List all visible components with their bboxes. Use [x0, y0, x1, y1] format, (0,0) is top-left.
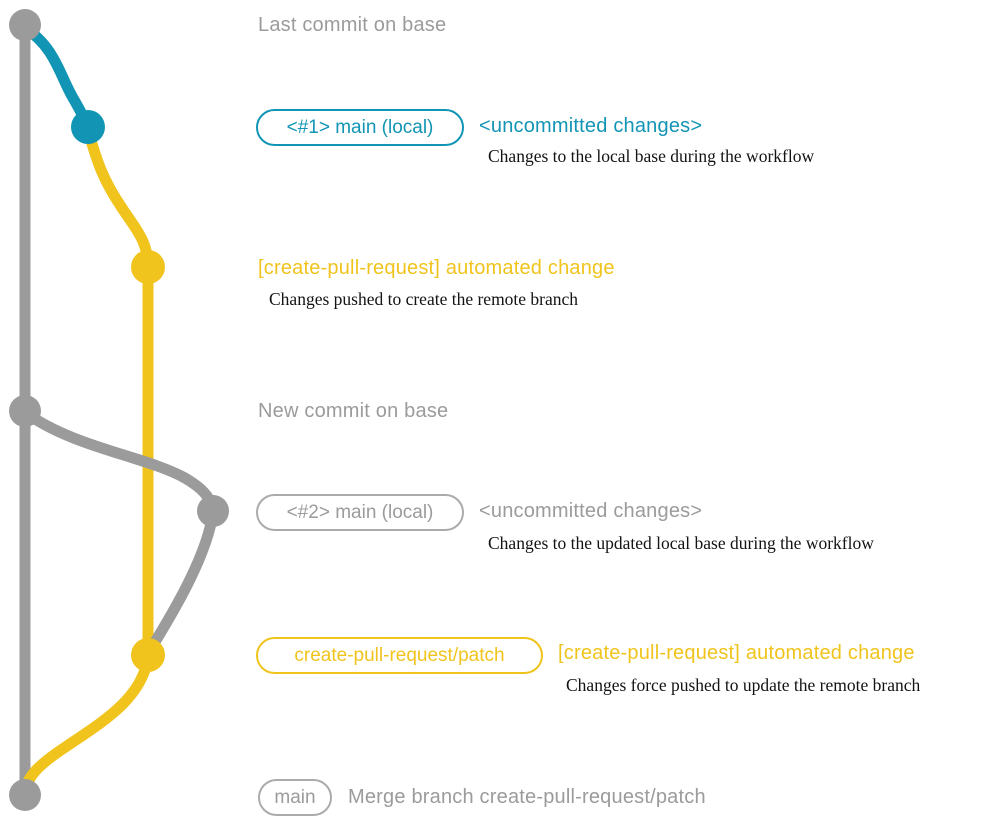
commit-title-merge-branch: Merge branch create-pull-request/patch — [348, 786, 706, 808]
commit-title-automated-change-1: [create-pull-request] automated change — [258, 257, 615, 279]
commit-dot-patch-1 — [131, 250, 165, 284]
caption-changes-pushed: Changes pushed to create the remote bran… — [269, 289, 579, 309]
branch-line-patch-create — [82, 124, 154, 661]
branch-badge-create-pull-request-patch: create-pull-request/patch — [256, 637, 543, 674]
caption-local-base-changes: Changes to the local base during the wor… — [488, 146, 815, 166]
commit-title-automated-change-2: [create-pull-request] automated change — [558, 642, 915, 664]
branch-badge-main-local-2: <#2> main (local) — [256, 494, 464, 531]
commit-dot-merge — [9, 779, 41, 811]
branch-line-patch-merge — [19, 652, 154, 798]
commit-dot-last-base — [9, 9, 41, 41]
commit-dot-patch-2 — [131, 638, 165, 672]
commit-dot-local-1 — [71, 110, 105, 144]
caption-updated-local-base-changes: Changes to the updated local base during… — [488, 533, 874, 553]
caption-changes-force-pushed: Changes force pushed to update the remot… — [566, 675, 921, 695]
branch-badge-main: main — [258, 779, 332, 816]
commit-dot-new-base — [9, 395, 41, 427]
branch-line-local-main-1 — [19, 22, 94, 132]
annotation-last-commit: Last commit on base — [258, 14, 447, 36]
branch-line-local-main-2-out — [20, 407, 219, 514]
commit-dot-local-2 — [197, 495, 229, 527]
status-uncommitted-2: <uncommitted changes> — [479, 500, 703, 522]
status-uncommitted-1: <uncommitted changes> — [479, 115, 703, 137]
branch-badge-main-local-1: <#1> main (local) — [256, 109, 464, 146]
branch-line-local-main-2-in — [144, 506, 219, 656]
annotation-new-commit: New commit on base — [258, 400, 449, 422]
